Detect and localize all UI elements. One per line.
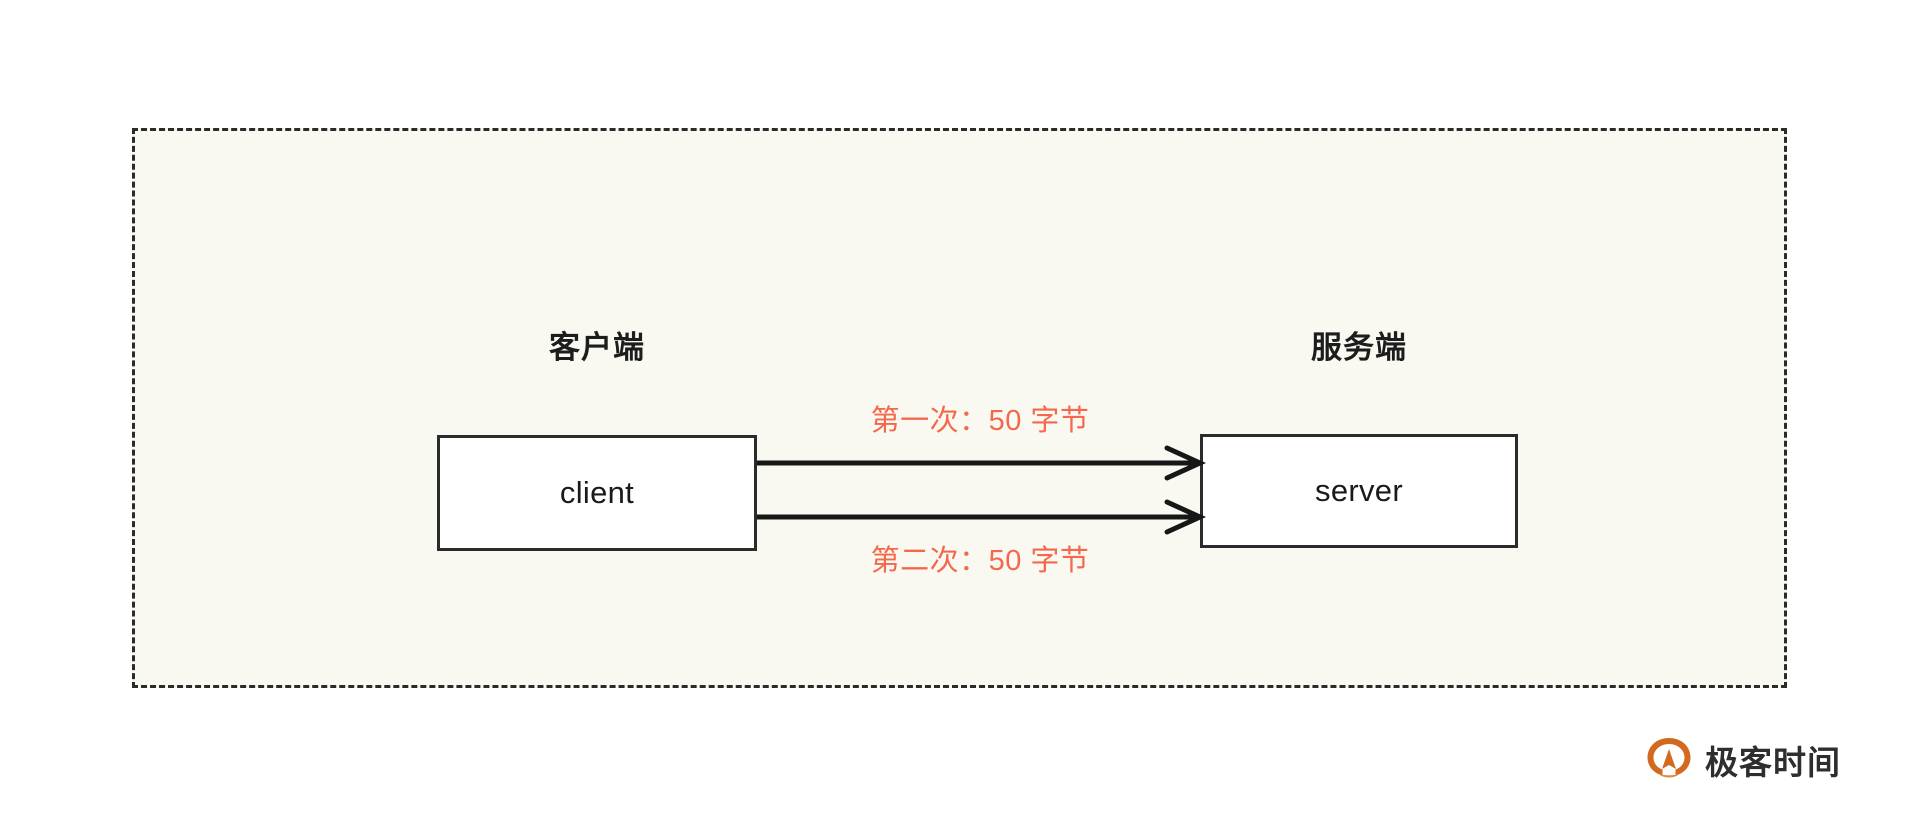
flow-label-second: 第二次：50 字节 [870, 545, 1090, 577]
watermark-text: 极客时间 [1705, 744, 1841, 781]
server-node-box: server [1200, 434, 1518, 548]
client-node-box: client [437, 435, 757, 551]
client-group-title: 客户端 [549, 330, 645, 365]
logo-ring [1647, 738, 1691, 776]
diagram-panel [132, 128, 1787, 688]
client-node-label: client [559, 475, 635, 510]
server-group-title: 服务端 [1311, 330, 1407, 365]
logo-pointer [1662, 749, 1676, 769]
flow-label-first: 第一次：50 字节 [870, 405, 1090, 437]
logo-smile [1658, 773, 1680, 778]
geektime-logo-icon [1647, 738, 1691, 778]
watermark: 极客时间 [1645, 735, 1841, 785]
server-node-label: server [1315, 473, 1403, 508]
